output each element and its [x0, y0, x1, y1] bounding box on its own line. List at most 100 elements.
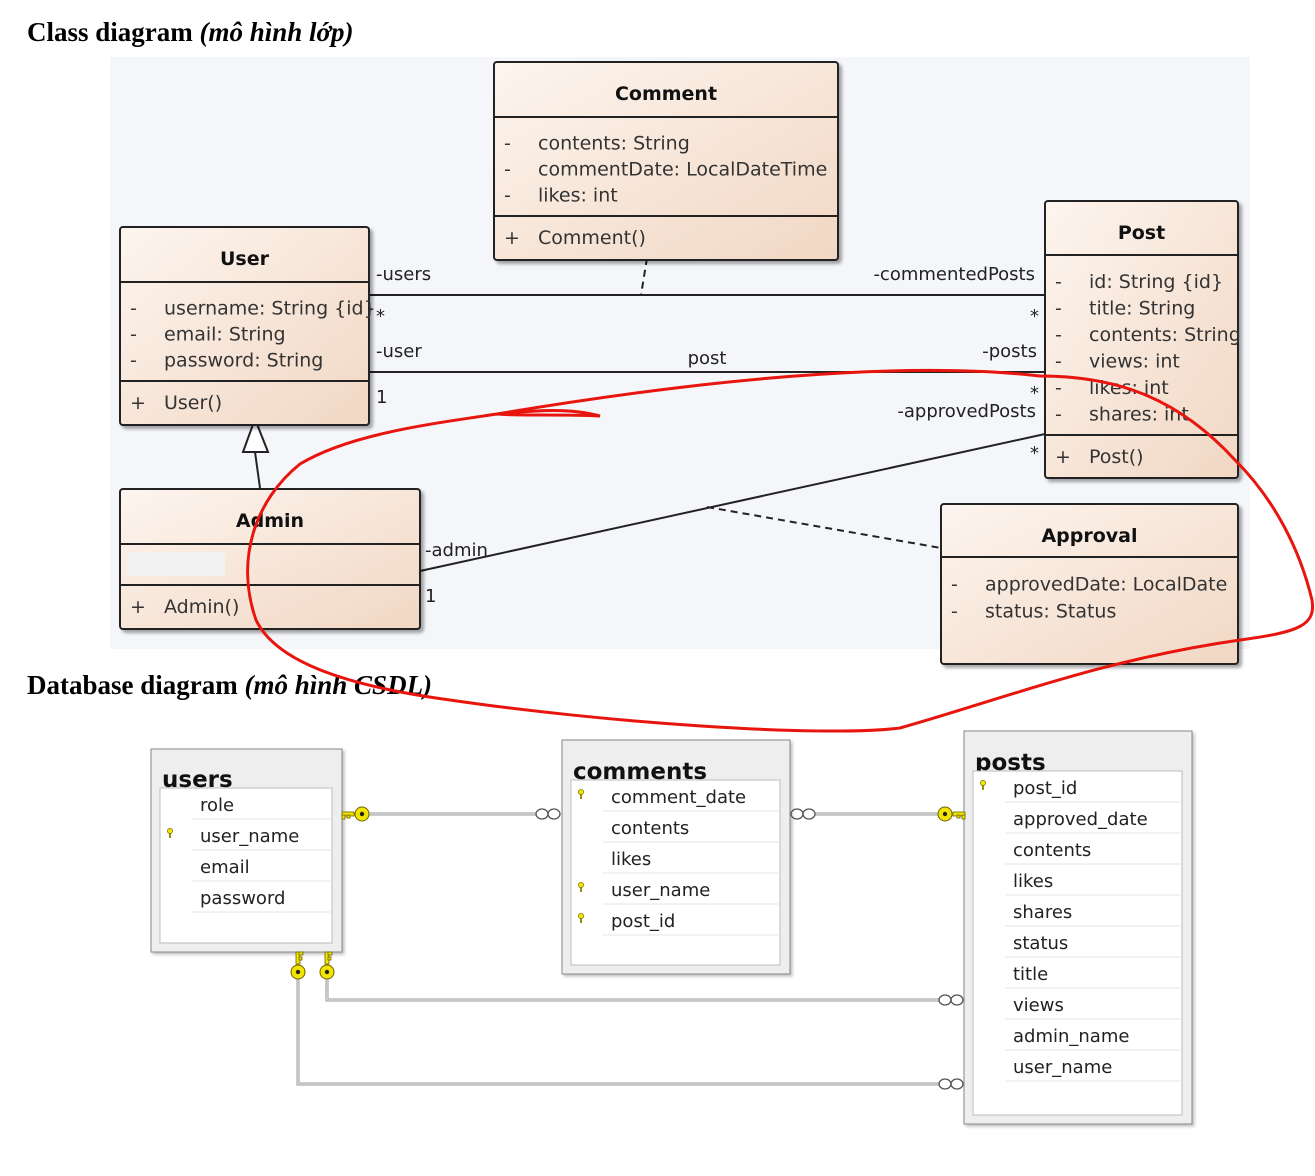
attribute-visibility: - — [951, 573, 958, 595]
attribute-visibility: - — [1055, 297, 1062, 319]
table-column-row[interactable]: user_name — [578, 880, 780, 905]
attribute-visibility: - — [1055, 271, 1062, 293]
column-name: status — [1013, 933, 1068, 954]
column-name: post_id — [1013, 778, 1077, 799]
infinity-icon — [938, 994, 964, 1006]
posts-role-label: -posts — [982, 341, 1037, 362]
table-column-row[interactable]: contents — [1005, 840, 1182, 865]
attribute: username: String {id} — [164, 298, 376, 320]
generalization-line — [254, 451, 261, 489]
operation: User() — [164, 392, 222, 414]
uml-classes: Comment - contents: String - commentDate: Lo… — [119, 61, 1241, 665]
attribute-visibility: - — [504, 185, 511, 207]
operation: Admin() — [164, 596, 239, 618]
class-user[interactable]: User-username: String {id}-email: String… — [119, 226, 376, 426]
db-relationship-symbols — [290, 806, 966, 1090]
red-annotation-circle-icon — [246, 368, 1315, 733]
table-column-row[interactable]: post_id — [578, 911, 780, 936]
attribute-visibility: - — [130, 350, 137, 372]
attribute: title: String — [1089, 297, 1195, 319]
column-name: approved_date — [1013, 809, 1148, 830]
column-name: user_name — [611, 880, 710, 901]
table-column-row[interactable]: likes — [603, 849, 780, 874]
table-comments[interactable]: commentscomment_datecontentslikesuser_na… — [561, 739, 791, 975]
attribute-visibility: - — [130, 298, 137, 320]
class-name: Admin — [236, 510, 304, 532]
class-name: Comment — [615, 83, 717, 105]
uml-connectors — [241, 257, 1046, 572]
uml-association-labels: -users * -commentedPosts * -user 1 post … — [376, 264, 1039, 607]
table-column-row[interactable]: title — [1005, 964, 1182, 989]
class-box — [119, 488, 421, 630]
infinity-icon — [790, 808, 816, 820]
table-column-row[interactable]: shares — [1005, 902, 1182, 927]
table-column-row[interactable]: status — [1005, 933, 1182, 958]
table-column-row[interactable]: post_id — [980, 778, 1182, 803]
db-tables: usersroleuser_nameemailpasswordcommentsc… — [150, 730, 1193, 1125]
table-column-row[interactable]: likes — [1005, 871, 1182, 896]
attribute-visibility: - — [130, 324, 137, 346]
table-column-row[interactable]: user_name — [1005, 1057, 1182, 1082]
column-name: likes — [1013, 871, 1053, 892]
infinity-icon — [938, 1078, 964, 1090]
operation-visibility: + — [130, 392, 146, 414]
key-icon — [290, 951, 306, 980]
key-icon — [937, 806, 966, 822]
operation-visibility: + — [1055, 446, 1071, 468]
table-column-row[interactable]: contents — [603, 818, 780, 843]
table-posts[interactable]: postspost_idapproved_datecontentslikessh… — [963, 730, 1193, 1125]
attribute: shares: int — [1089, 403, 1189, 425]
user-role-label: -user — [376, 341, 422, 362]
column-name: title — [1013, 964, 1048, 985]
users-multiplicity: * — [376, 306, 385, 327]
class-name: Approval — [1041, 525, 1137, 547]
empty-attribute-placeholder — [127, 552, 225, 576]
class-diagram-heading: Class diagram (mô hình lớp) — [27, 17, 354, 47]
table-column-row[interactable]: email — [192, 857, 332, 882]
attribute: email: String — [164, 324, 286, 346]
column-name: comment_date — [611, 787, 746, 808]
class-admin[interactable]: Admin+Admin() — [119, 488, 421, 630]
db-relationship-lines-inner — [297, 813, 940, 1085]
primary-key-icon — [166, 828, 173, 838]
attribute: password: String — [164, 350, 323, 372]
primary-key-icon — [578, 882, 585, 892]
comment-association-class-link — [640, 257, 648, 296]
table-column-row[interactable]: views — [1005, 995, 1182, 1020]
attribute: likes: int — [538, 185, 618, 207]
class-approval[interactable]: Approval-approvedDate: LocalDate-status:… — [940, 503, 1239, 665]
table-column-row[interactable]: role — [192, 795, 332, 820]
attribute-visibility: - — [951, 600, 958, 622]
column-name: admin_name — [1013, 1026, 1129, 1047]
column-name: views — [1013, 995, 1064, 1016]
column-name: post_id — [611, 911, 675, 932]
attribute: contents: String — [1089, 324, 1241, 346]
primary-key-icon — [578, 913, 585, 923]
attribute-visibility: - — [504, 159, 511, 181]
operation: Post() — [1089, 446, 1144, 468]
column-name: likes — [611, 849, 651, 870]
users-role-label: -users — [376, 264, 431, 285]
approvedposts-role-label: -approvedPosts — [897, 401, 1036, 422]
column-grid — [159, 787, 333, 944]
attribute-visibility: - — [1055, 403, 1062, 425]
attribute-visibility: - — [1055, 377, 1062, 399]
operation: Comment() — [538, 227, 646, 249]
class-comment[interactable]: Comment-contents: String-commentDate: Lo… — [493, 61, 839, 261]
column-grid — [972, 770, 1183, 1116]
column-name: role — [200, 795, 234, 816]
attribute: commentDate: LocalDateTime — [538, 159, 827, 181]
primary-key-icon — [578, 789, 585, 799]
post-association-name: post — [688, 348, 727, 369]
table-column-row[interactable]: password — [192, 888, 332, 913]
table-column-row[interactable]: comment_date — [578, 787, 780, 812]
table-column-row[interactable]: approved_date — [1005, 809, 1182, 834]
column-name: user_name — [200, 826, 299, 847]
table-column-row[interactable]: user_name — [166, 826, 332, 851]
table-column-row[interactable]: admin_name — [1005, 1026, 1182, 1051]
attribute-visibility: - — [1055, 324, 1062, 346]
class-box — [940, 503, 1239, 665]
commentedposts-multiplicity: * — [1030, 306, 1039, 327]
approval-association-class-link — [706, 506, 942, 549]
